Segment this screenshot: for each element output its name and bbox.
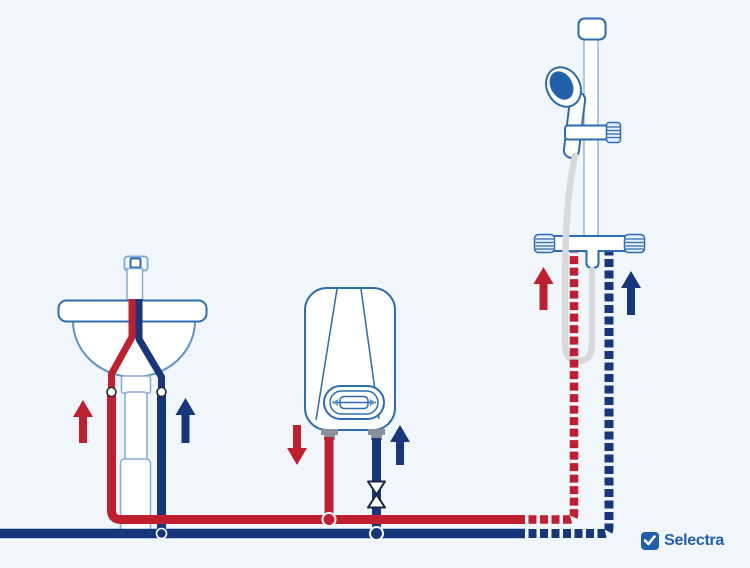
shower-head-face	[549, 71, 574, 100]
basin-hot-supply-pipe	[108, 299, 136, 395]
heater-clip-right	[370, 399, 376, 406]
water-heater	[304, 287, 396, 440]
shower	[533, 17, 646, 270]
holder-knob	[605, 121, 622, 144]
cold-inlet-fitting	[368, 429, 385, 435]
arrow-shower-hot-up	[533, 267, 554, 310]
faucet-handle-inner	[129, 257, 142, 269]
shower-hose	[561, 152, 596, 365]
heater-clip-left	[332, 399, 338, 406]
mixer-knob-right	[623, 233, 646, 254]
washbasin	[57, 255, 208, 533]
arrow-basin-hot-up	[73, 400, 93, 443]
selectra-logo-text: Selectra	[664, 532, 724, 549]
heater-panel-line-left	[315, 288, 338, 421]
arrow-shower-cold-up	[621, 271, 641, 315]
basin-hot-union	[106, 386, 117, 398]
arrow-basin-cold-up	[175, 398, 196, 443]
shower-rail	[583, 35, 599, 253]
basin-bowl-fill	[73, 321, 195, 377]
shower-holder	[564, 124, 609, 141]
mixer-bar	[547, 235, 638, 252]
arrow-heater-cold-up	[390, 425, 410, 465]
cold-inlet-fitting-stem	[371, 435, 382, 440]
hot-outlet-fitting	[321, 429, 338, 435]
heater-cold-tee-junction	[369, 526, 384, 541]
basin-cold-tee-junction	[155, 527, 168, 540]
mixer-outlet	[585, 250, 600, 270]
arrow-heater-hot-down	[287, 425, 307, 465]
faucet-neck	[126, 267, 144, 303]
basin-drain	[120, 375, 152, 394]
basin-cold-union	[156, 386, 167, 398]
cold-water-dashed-branch	[528, 252, 614, 538]
hot-water-dashed-branch	[528, 252, 579, 524]
shower-rail-cap	[577, 17, 607, 41]
hot-water-main	[107, 390, 525, 524]
pedestal-neck	[124, 391, 148, 463]
basin-cold-supply-pipe	[135, 299, 165, 395]
selectra-check-icon	[641, 532, 660, 550]
heater-hot-tee-junction	[321, 512, 337, 527]
selectra-logo: Selectra	[641, 532, 724, 550]
shutoff-valve	[367, 480, 386, 509]
mixer-knob-left	[533, 233, 556, 254]
